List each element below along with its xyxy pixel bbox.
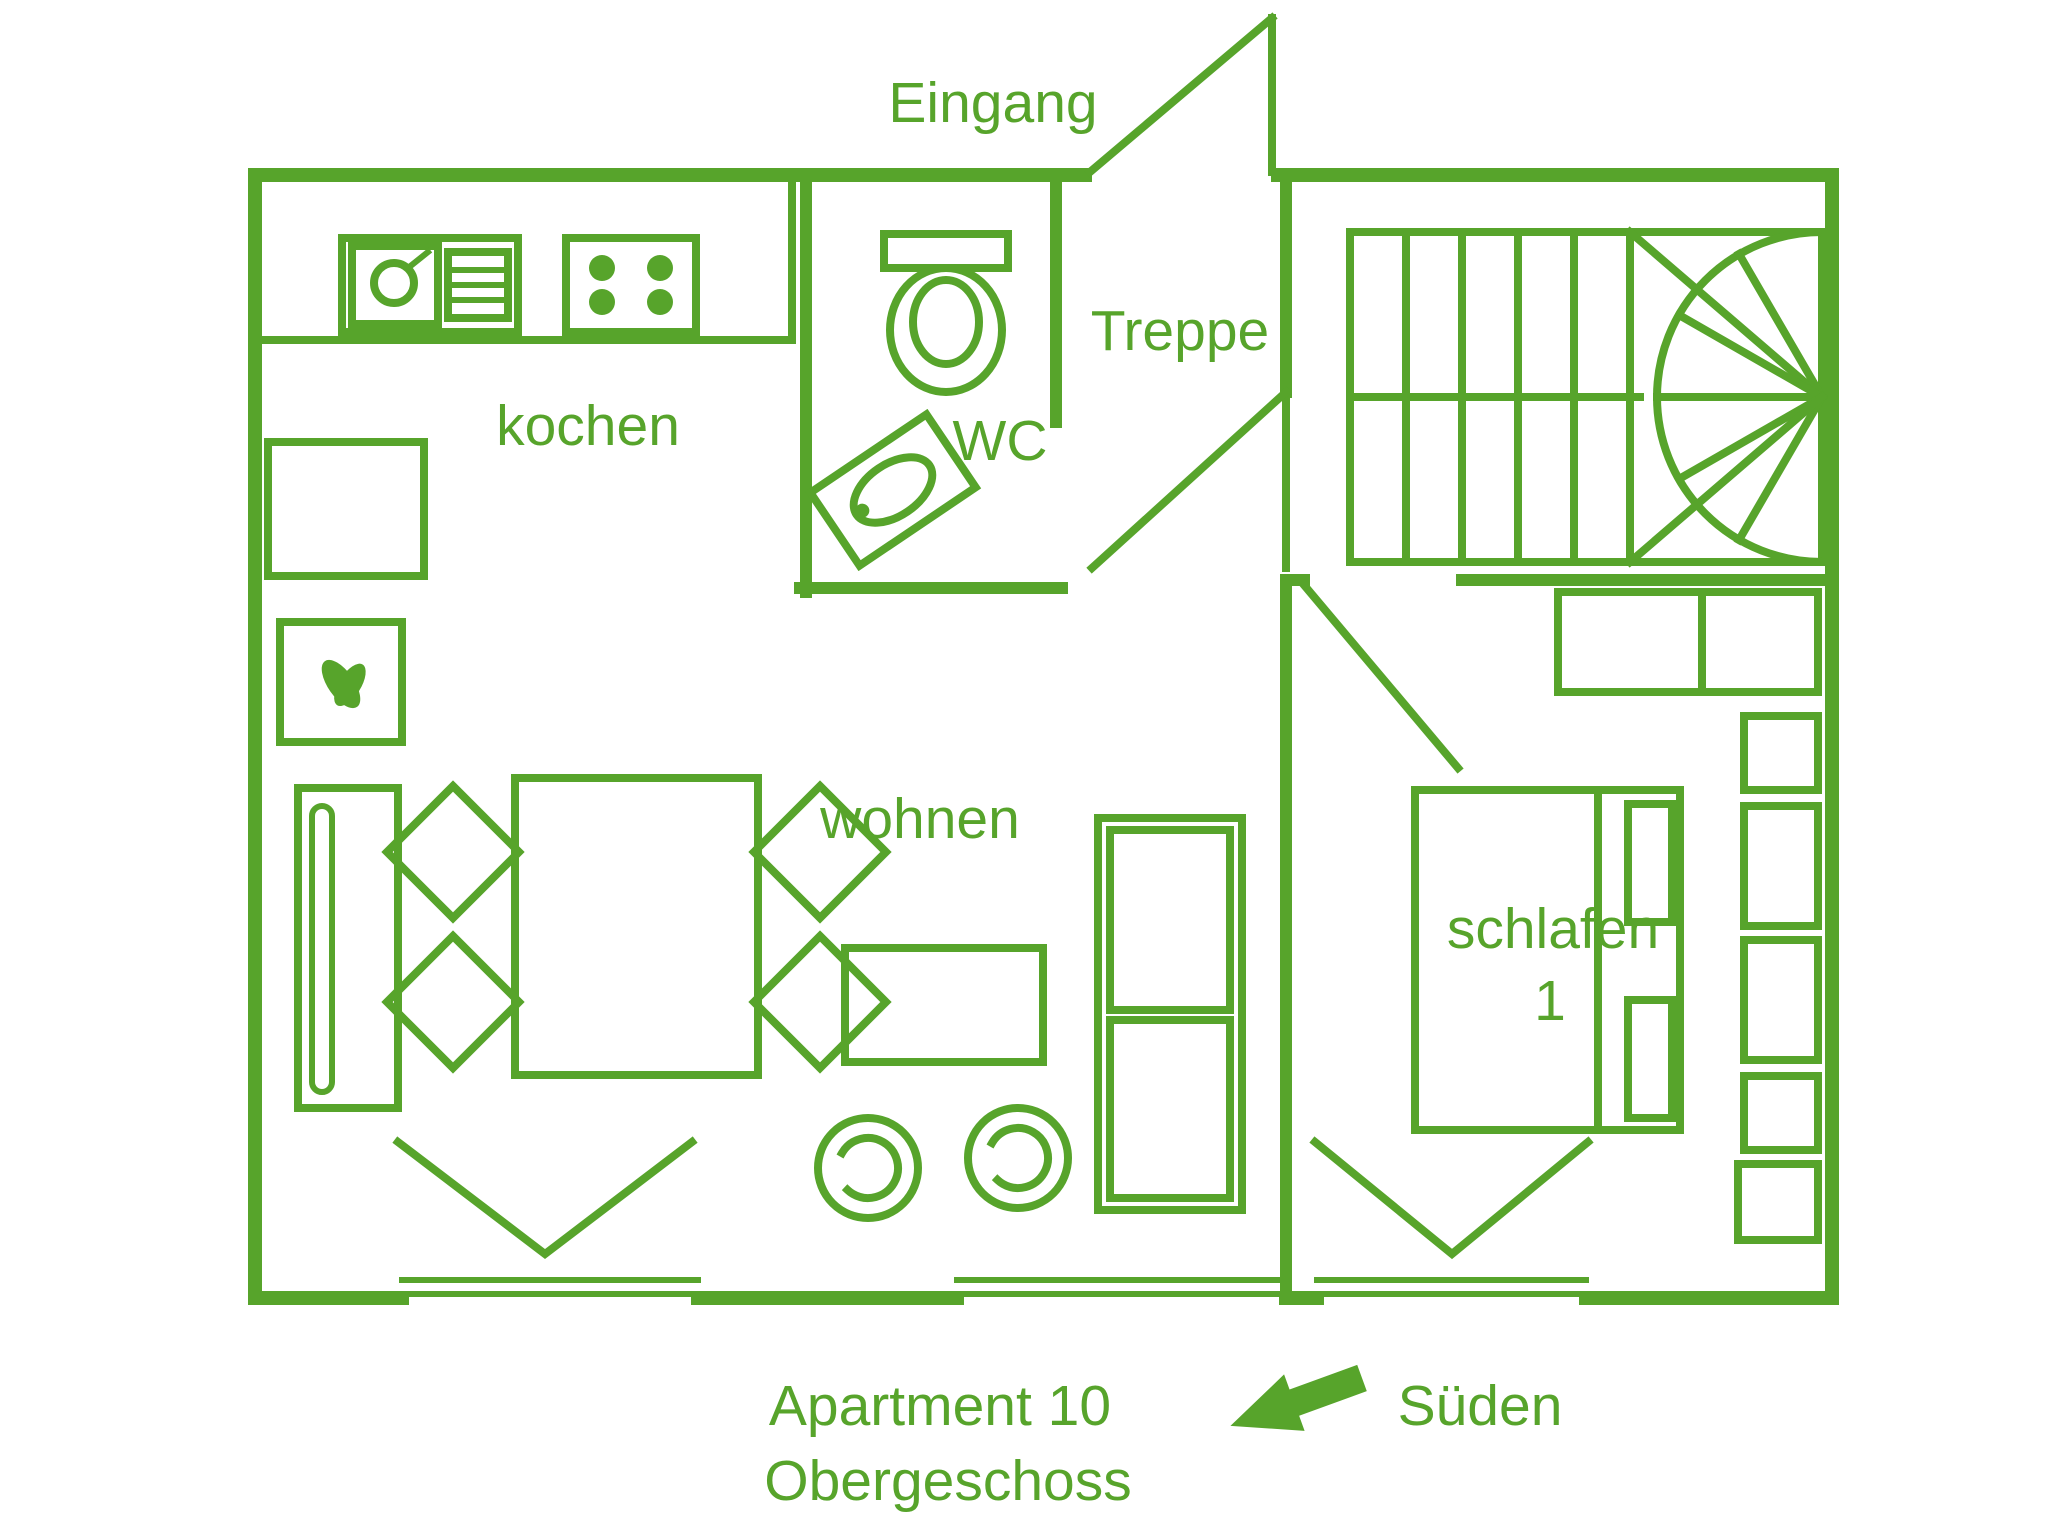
tub-chair-seat [834, 1133, 902, 1202]
stair-winder-ray [1673, 309, 1828, 403]
kitchen-counter [258, 178, 796, 344]
tub-chair [964, 1104, 1072, 1212]
burner [589, 289, 615, 315]
bed [1411, 786, 1684, 1134]
stove-outline [562, 234, 700, 336]
sofa-cushion [1106, 826, 1234, 1014]
tub-chair-seat [983, 1123, 1052, 1192]
wardrobe-outline [1554, 588, 1822, 696]
label-south: Süden [1398, 1374, 1563, 1438]
label-kitchen: kochen [496, 394, 680, 458]
tub-chair-outer [814, 1114, 922, 1222]
stair-winder-ray [1673, 391, 1828, 485]
entrance-door-swing [1084, 12, 1278, 178]
tub-chair-outer [964, 1104, 1072, 1212]
hall-door-leaf [1086, 386, 1292, 574]
kitchen-stove [562, 234, 700, 336]
wc-sink-outline [804, 408, 982, 572]
bedroom-door-leaf [1298, 579, 1464, 774]
living-room [381, 774, 1246, 1222]
label-wc: WC [953, 409, 1048, 473]
stair-winder-ray [1624, 391, 1828, 568]
entrance-door [1084, 12, 1278, 178]
radiator-outline [294, 784, 402, 1112]
sofa [1094, 814, 1246, 1214]
caption-apartment: Apartment 10 [769, 1374, 1111, 1438]
sink-basin-box [348, 242, 442, 328]
burner [589, 255, 615, 281]
label-bedroom-number: 1 [1534, 969, 1566, 1033]
sofa-cushion [1106, 1016, 1234, 1202]
toilet-bowl-inner [909, 276, 983, 368]
label-stairs: Treppe [1091, 299, 1270, 363]
bed-outline [1411, 786, 1684, 1134]
bedroom-cabinet [1734, 1160, 1822, 1244]
stair-winder-ray [1733, 391, 1828, 546]
bedroom-top-wardrobe [1554, 588, 1822, 696]
plant-box [276, 618, 406, 746]
kitchen-sink-unit [338, 234, 522, 336]
stair-winder-ray [1624, 226, 1828, 403]
label-living: wohnen [819, 787, 1020, 851]
label-bedroom: schlafen [1447, 897, 1659, 961]
kitchen [258, 178, 796, 1112]
radiator-inner [309, 803, 335, 1095]
bedroom-cabinet [1740, 1072, 1822, 1154]
wc-sink-drain [855, 503, 870, 518]
coffee-table [841, 944, 1047, 1066]
bedroom-cabinet [1740, 712, 1822, 794]
burner [647, 289, 673, 315]
sink-drainer [444, 248, 512, 322]
caption-floor: Obergeschoss [764, 1449, 1132, 1513]
dining-table [511, 774, 762, 1079]
stair-winder-ray [1733, 248, 1828, 403]
sink-faucet [403, 247, 433, 273]
bed-pillow [1624, 800, 1676, 926]
labels: Eingang Treppe WC kochen wohnen schlafen… [496, 71, 1659, 1513]
label-entrance: Eingang [888, 71, 1097, 135]
wc-room [804, 230, 1012, 572]
kitchen-cabinet [264, 438, 428, 580]
dining-chair [748, 780, 892, 924]
bedroom-wardrobe [1740, 802, 1822, 930]
windows [392, 1136, 1594, 1297]
south-arrow-shape [1230, 1364, 1367, 1431]
tub-chair [814, 1114, 922, 1222]
sink-basin [370, 259, 418, 307]
plant-box-outline [276, 618, 406, 746]
bedroom-window-opening-icon [1309, 1136, 1594, 1260]
south-arrow-icon [1230, 1364, 1367, 1431]
toilet-tank [880, 230, 1012, 272]
toilet-bowl-outer [886, 264, 1006, 396]
tall-radiator-unit [294, 784, 402, 1112]
bedroom-wardrobe [1740, 936, 1822, 1064]
living-window-opening-icon [392, 1136, 698, 1260]
plant-icon [321, 659, 366, 709]
outer-walls [248, 168, 1839, 1305]
dining-chair [381, 930, 525, 1074]
staircase [1346, 226, 1828, 568]
dining-chair [748, 930, 892, 1074]
plant-leaf [334, 663, 366, 707]
sink-unit-outline [338, 234, 522, 336]
interior-walls [794, 169, 1838, 1304]
sofa-outline [1094, 814, 1246, 1214]
wc-sink [804, 408, 982, 572]
dining-chair [381, 780, 525, 924]
burner [647, 255, 673, 281]
bed-pillow [1624, 996, 1676, 1122]
bedroom [1411, 588, 1822, 1244]
